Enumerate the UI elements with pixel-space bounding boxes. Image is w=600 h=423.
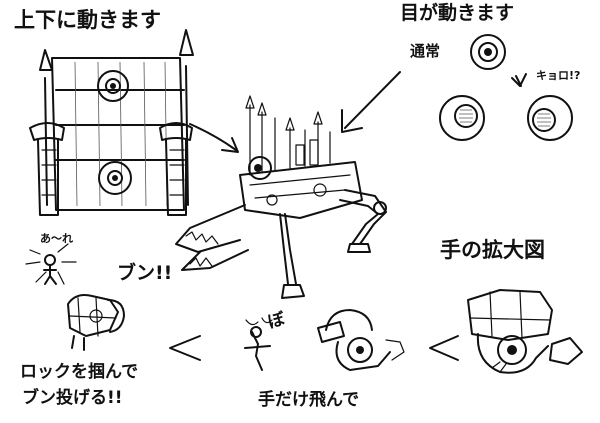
label-hand-enlarged: 手の拡大図 — [440, 238, 545, 262]
label-throw-line1: ロックを掴んで — [20, 362, 139, 382]
label-only-hand-flies: 手だけ飛んで — [258, 390, 360, 410]
label-kyoro: キョロ!? — [536, 69, 581, 82]
label-bun: ブン!! — [117, 262, 173, 284]
label-throw-line2: ブン投げる!! — [22, 388, 123, 408]
label-moves-up-down: 上下に動きます — [14, 8, 161, 32]
label-eyes-move: 目が動きます — [400, 2, 515, 24]
label-normal: 通常 — [410, 42, 441, 60]
label-aare: あ〜れ — [40, 232, 73, 245]
